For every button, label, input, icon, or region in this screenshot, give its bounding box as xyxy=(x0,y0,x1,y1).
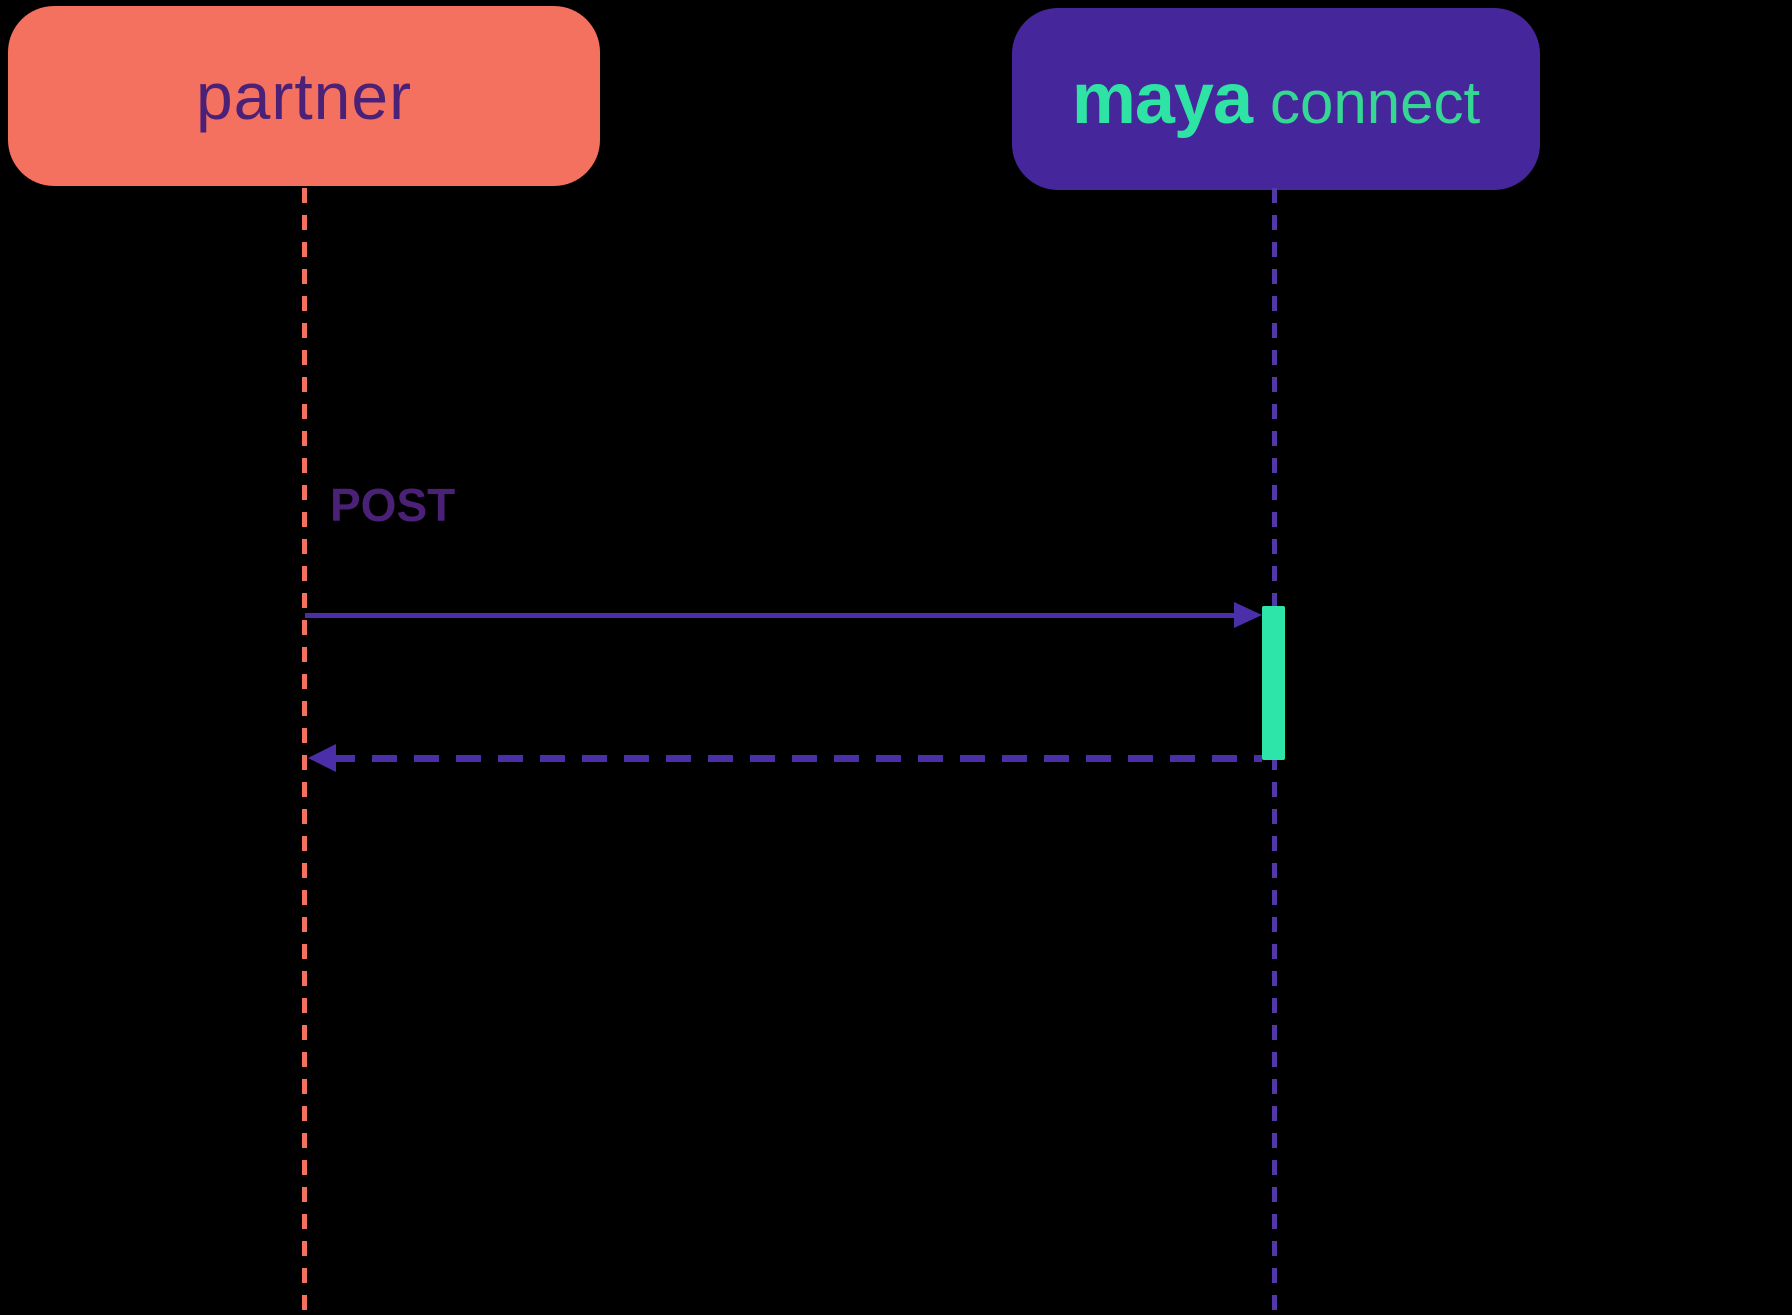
message-arrow-request xyxy=(305,602,1262,628)
response-arrow-shaft xyxy=(330,755,1262,762)
actor-box-maya-connect: maya connect xyxy=(1012,8,1540,190)
lifeline-partner xyxy=(302,188,307,1315)
actor-box-partner: partner xyxy=(8,6,600,186)
arrowhead-left-icon xyxy=(308,744,336,772)
actor-label-maya-connect: maya connect xyxy=(1072,58,1480,140)
message-label-post: POST xyxy=(330,479,456,531)
maya-logo-text: maya xyxy=(1071,59,1253,139)
connect-label: connect xyxy=(1270,69,1481,136)
request-arrow-shaft xyxy=(305,613,1242,618)
actor-label-partner: partner xyxy=(195,59,413,133)
activation-bar xyxy=(1262,606,1285,760)
message-arrow-response xyxy=(308,744,1262,772)
arrowhead-right-icon xyxy=(1234,602,1262,628)
